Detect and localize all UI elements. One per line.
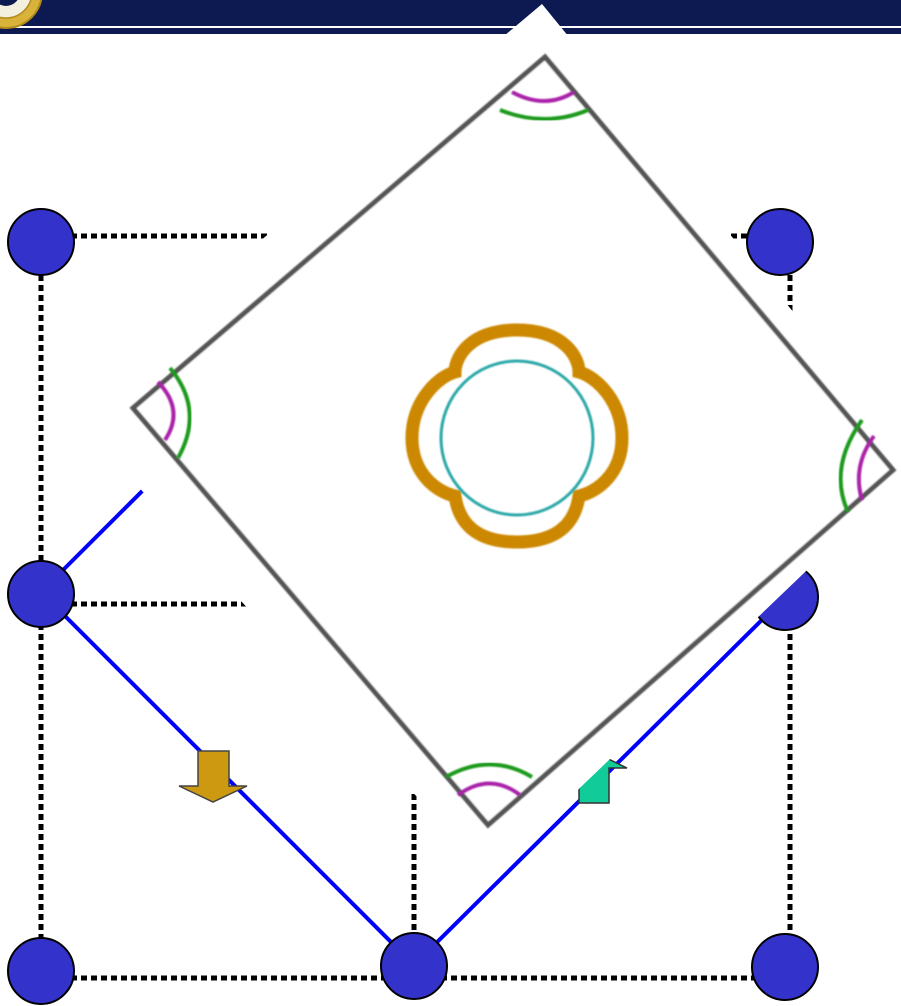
fermi-surface-panel	[65, 4, 901, 876]
atom	[381, 933, 447, 999]
atom	[8, 561, 74, 627]
atom	[8, 938, 74, 1004]
zone-border	[133, 57, 893, 825]
down-arrow-shape	[179, 751, 247, 802]
atom	[752, 934, 818, 1000]
atom	[8, 209, 74, 275]
logo-seal	[0, 0, 42, 28]
atom	[747, 209, 813, 275]
down-arrow-icon	[179, 751, 247, 802]
